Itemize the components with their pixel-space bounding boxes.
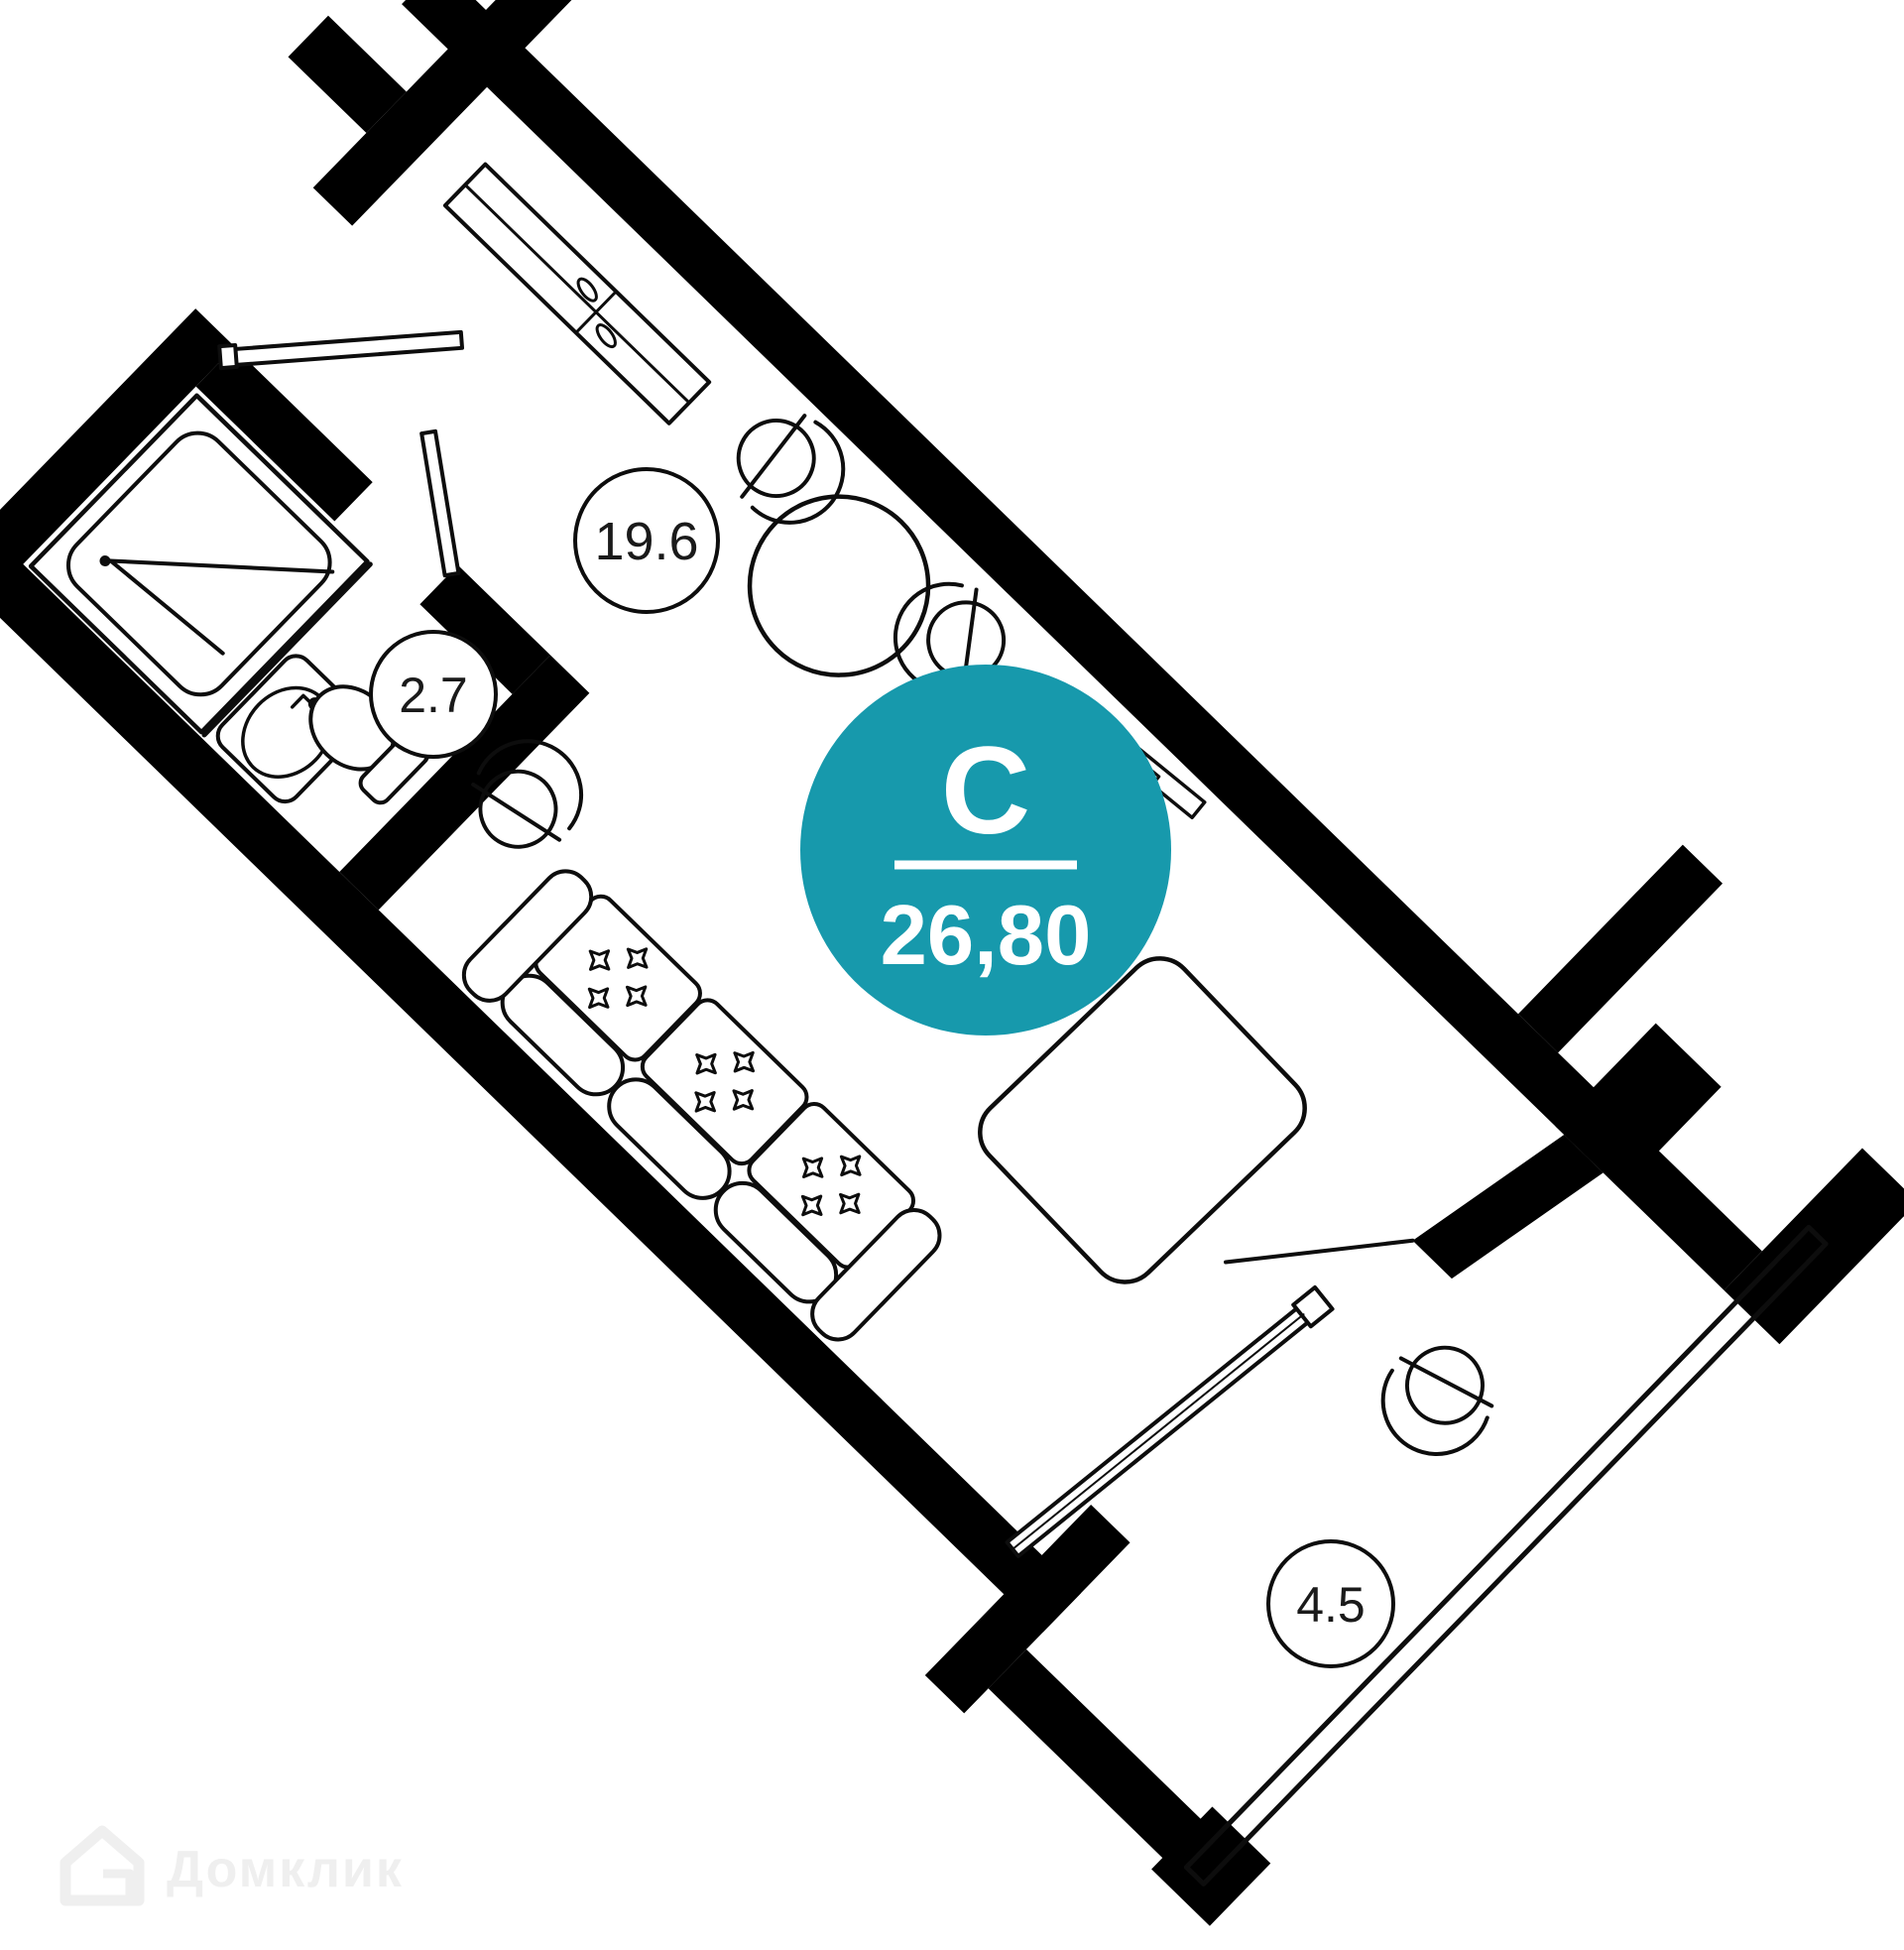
bathroom-area-label: 2.7 [399, 668, 468, 723]
table [978, 956, 1307, 1284]
wall-bathroom-side [339, 655, 590, 911]
watermark: Домклик [60, 1825, 404, 1906]
sofa-armrest [810, 1207, 942, 1342]
shower-icon [28, 393, 373, 738]
wall-neighbor-divider-stub [1517, 844, 1724, 1053]
wall-balcony-partition [1412, 1134, 1604, 1280]
room-label-living: 19.6 [573, 467, 720, 614]
wall-balcony-step-stub [924, 1504, 1130, 1714]
studio-badge-circle [800, 665, 1171, 1036]
shower-screen [201, 561, 373, 738]
wall-entry-end-upper [312, 0, 584, 226]
studio-badge: С 26,80 [800, 665, 1171, 1036]
balcony-area-label: 4.5 [1296, 1577, 1366, 1633]
wall-balcony-bottom [988, 1648, 1210, 1867]
wall-entry-outer-stub [288, 15, 407, 134]
round-table [747, 494, 931, 677]
entry-door-leaf [217, 329, 465, 371]
studio-badge-letter: С [941, 722, 1030, 860]
wall-bathroom-partition-left [195, 347, 373, 522]
domklik-house-icon [60, 1825, 145, 1906]
wardrobe [442, 162, 712, 426]
wall-entry-end-lower [0, 308, 235, 604]
balcony-sill [1005, 1284, 1335, 1558]
wardrobe-handle-icon [576, 277, 598, 303]
studio-badge-total-area: 26,80 [881, 889, 1092, 983]
wall-end-cap-bottom [1151, 1806, 1271, 1926]
sofa [461, 869, 942, 1342]
wall-bathroom-partition-right [419, 564, 550, 694]
room-label-balcony: 4.5 [1266, 1539, 1395, 1668]
sofa-armrest [461, 869, 594, 1003]
balcony-glazing [1183, 1224, 1829, 1887]
room-label-bathroom: 2.7 [369, 630, 498, 759]
wall-balcony-partition-cap [1555, 1023, 1722, 1190]
chair [1361, 1324, 1511, 1476]
wall-bottom-left [0, 526, 1082, 1633]
balcony-door-leaf [1224, 1238, 1415, 1265]
watermark-text: Домклик [167, 1841, 404, 1898]
living-room-area-label: 19.6 [594, 512, 698, 571]
bathroom-door-leaf [419, 428, 461, 578]
sofa-tufting [587, 947, 862, 1217]
wall-top-right [402, 0, 1762, 1290]
wardrobe-handle-icon [595, 323, 617, 349]
